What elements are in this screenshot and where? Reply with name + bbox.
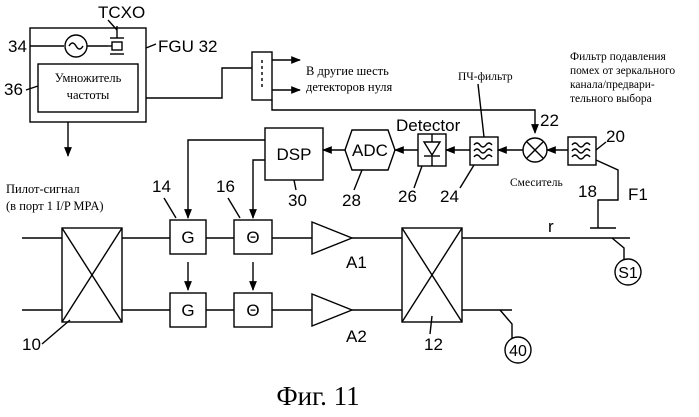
gain-label-bottom: G — [181, 301, 194, 320]
multiplier-label-line1: Умножитель — [55, 71, 122, 85]
ref-14: 14 — [152, 177, 171, 196]
ref-36: 36 — [4, 80, 23, 99]
f1-label: F1 — [628, 185, 648, 204]
multiplier-label-line2: частоты — [67, 88, 110, 102]
phase-label-top: Θ — [246, 228, 259, 247]
ref-34: 34 — [8, 37, 27, 56]
gain-label-top: G — [181, 228, 194, 247]
image-filter-label-line4: тельного выбора — [570, 93, 652, 105]
image-filter-label-line3: канала/предвари- — [570, 79, 655, 91]
ref-28: 28 — [342, 191, 361, 210]
if-filter-label: ПЧ-фильтр — [458, 71, 513, 83]
fgu-label: FGU 32 — [158, 37, 218, 56]
pilot-label-line2: (в порт 1 I/P MPA) — [6, 199, 104, 213]
mixer-label: Смеситель — [510, 177, 563, 189]
adc-label: ADC — [352, 141, 388, 160]
pilot-label-line1: Пилот-сигнал — [6, 182, 80, 196]
amplifier-a1 — [312, 222, 352, 254]
detector-label: Detector — [396, 116, 461, 135]
s1-label: S1 — [618, 265, 638, 282]
image-filter-label-line1: Фильтр подавления — [570, 51, 667, 63]
dsp-to-phase-control — [253, 160, 265, 218]
a2-label: A2 — [346, 327, 367, 346]
tcxo-label: TCXO — [98, 3, 145, 22]
ref-18: 18 — [578, 182, 597, 201]
ref-16: 16 — [216, 177, 235, 196]
phase-label-bottom: Θ — [246, 301, 259, 320]
other-detectors-label-line1: В другие шесть — [306, 64, 389, 78]
ref-30: 30 — [288, 191, 307, 210]
ref-26: 26 — [398, 187, 417, 206]
other-detectors-label-line2: детекторов нуля — [306, 80, 393, 94]
amplifier-a2 — [312, 294, 352, 326]
dsp-label: DSP — [277, 145, 312, 164]
ref-10: 10 — [22, 335, 41, 354]
ref-12: 12 — [424, 335, 443, 354]
ref-20: 20 — [606, 127, 625, 146]
r-label: r — [548, 217, 554, 236]
n40-label: 40 — [509, 343, 527, 360]
ref-24: 24 — [440, 187, 459, 206]
a1-label: A1 — [346, 253, 367, 272]
splitter-box — [252, 52, 272, 100]
image-filter-label-line2: помех от зеркального — [570, 65, 675, 77]
figure-caption: Фиг. 11 — [276, 381, 359, 411]
ref-22: 22 — [540, 111, 559, 130]
